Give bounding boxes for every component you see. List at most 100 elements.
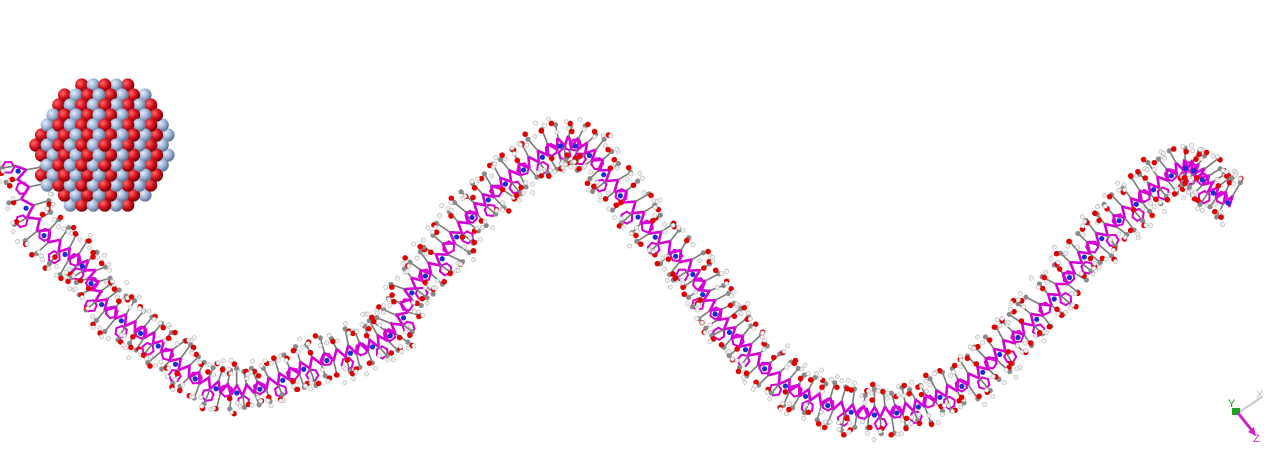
hydrogen-atom	[1195, 206, 1201, 212]
nitrogen-atom	[369, 344, 376, 350]
backbone-bond	[976, 364, 981, 380]
hydrogen-atom	[517, 198, 522, 203]
nanoparticle-atom-red	[103, 188, 118, 202]
hydrogen-atom	[262, 358, 268, 364]
carbon-atom	[451, 199, 458, 206]
hydrogen-atom	[901, 393, 907, 399]
hydrogen-atom	[747, 316, 753, 322]
hydrogen-atom	[523, 180, 529, 186]
hydrogen-atom	[652, 213, 658, 219]
ring-bond	[167, 369, 174, 376]
hydrogen-atom	[875, 384, 881, 390]
backbone-bond	[57, 246, 72, 254]
nanoparticle-atom-blue	[63, 158, 77, 172]
oxygen-atom	[1066, 238, 1072, 245]
hydrogen-atom	[529, 181, 535, 187]
hydrogen-atom	[1151, 204, 1157, 210]
oxygen-atom	[470, 194, 476, 201]
hydrogen-atom	[1115, 180, 1120, 186]
backbone-bond	[159, 339, 166, 354]
hydrogen-atom	[1174, 187, 1180, 192]
nanoparticle-atom-red	[98, 158, 112, 172]
nanoparticle-atom-red	[80, 188, 95, 202]
ring-bond	[274, 388, 278, 397]
backbone-bond	[299, 360, 312, 370]
oxygen-atom	[649, 217, 656, 224]
hydrogen-atom	[126, 355, 132, 361]
backbone-bond	[1046, 292, 1062, 297]
backbone-bond	[747, 351, 762, 357]
hydrogen-atom	[957, 353, 963, 359]
hydrogen-atom	[90, 314, 96, 320]
nitrogen-atom	[79, 263, 85, 269]
nanoparticle-atom-blue	[86, 138, 100, 152]
hydrogen-atom	[1032, 333, 1038, 339]
backbone-bond	[394, 311, 409, 317]
nanoparticle-atom-red	[52, 158, 66, 172]
hydrogen-atom	[862, 400, 867, 406]
oxygen-atom	[710, 336, 717, 342]
side-bond	[215, 392, 222, 409]
hydrogen-atom	[554, 129, 560, 135]
hydrogen-atom	[628, 171, 634, 177]
backbone-bond	[527, 155, 541, 164]
nanoparticle-atom-red	[121, 198, 135, 212]
oxygen-atom	[576, 165, 582, 172]
nanoparticle-atom-blue	[69, 88, 83, 102]
hydrogen-atom	[827, 419, 833, 425]
backbone-bond	[1129, 197, 1144, 204]
hydrogen-atom	[714, 284, 720, 290]
nanoparticle-atom-red	[121, 78, 135, 92]
hydrogen-atom	[106, 336, 111, 342]
hydrogen-atom	[1029, 275, 1034, 281]
ring-bond	[15, 188, 21, 195]
oxygen-atom	[613, 202, 620, 208]
hydrogen-atom	[563, 162, 568, 167]
oxygen-atom	[770, 354, 777, 361]
carbon-atom	[700, 250, 706, 256]
hydrogen-atom	[24, 241, 30, 247]
hydrogen-atom	[122, 333, 128, 339]
nitrogen-atom	[88, 280, 94, 287]
hydrogen-atom	[1063, 310, 1069, 315]
hydrogen-atom	[588, 169, 594, 175]
hydrogen-atom	[1148, 201, 1154, 206]
hydrogen-atom	[834, 374, 840, 380]
hydrogen-atom	[664, 278, 670, 284]
backbone-bond	[604, 178, 620, 183]
oxygen-atom	[90, 254, 96, 260]
backbone-bond	[1029, 312, 1035, 327]
hydrogen-atom	[926, 412, 932, 418]
hydrogen-atom	[1065, 243, 1071, 249]
nanoparticle-atom-red	[98, 178, 112, 192]
hydrogen-atom	[702, 330, 708, 335]
hydrogen-atom	[982, 402, 987, 407]
oxygen-atom	[546, 173, 552, 179]
nitrogen-atom	[802, 393, 809, 400]
ring-bond	[382, 331, 386, 340]
hydrogen-atom	[586, 187, 591, 193]
hydrogen-atom	[799, 366, 805, 372]
hydrogen-atom	[503, 156, 509, 162]
hydrogen-atom	[190, 394, 196, 400]
hydrogen-atom	[77, 237, 83, 242]
nanoparticle-atom-red	[98, 198, 112, 212]
backbone-bond	[966, 372, 981, 380]
oxygen-atom	[333, 372, 340, 378]
oxygen-atom	[1183, 148, 1189, 155]
oxygen-atom	[928, 421, 935, 428]
hydrogen-atom	[471, 257, 477, 263]
backbone-bond	[722, 325, 737, 331]
oxygen-atom	[1171, 191, 1178, 197]
hydrogen-atom	[1151, 167, 1157, 172]
nanoparticle-atom-red	[75, 198, 89, 212]
nanoparticle-atom-blue	[86, 178, 100, 192]
backbone-bond	[1029, 312, 1044, 318]
carbon-atom	[73, 279, 79, 285]
hydrogen-atom	[15, 239, 20, 244]
nitrogen-atom	[400, 315, 407, 321]
hydrogen-atom	[234, 400, 240, 406]
side-bond	[454, 242, 470, 254]
hydrogen-atom	[924, 388, 929, 394]
